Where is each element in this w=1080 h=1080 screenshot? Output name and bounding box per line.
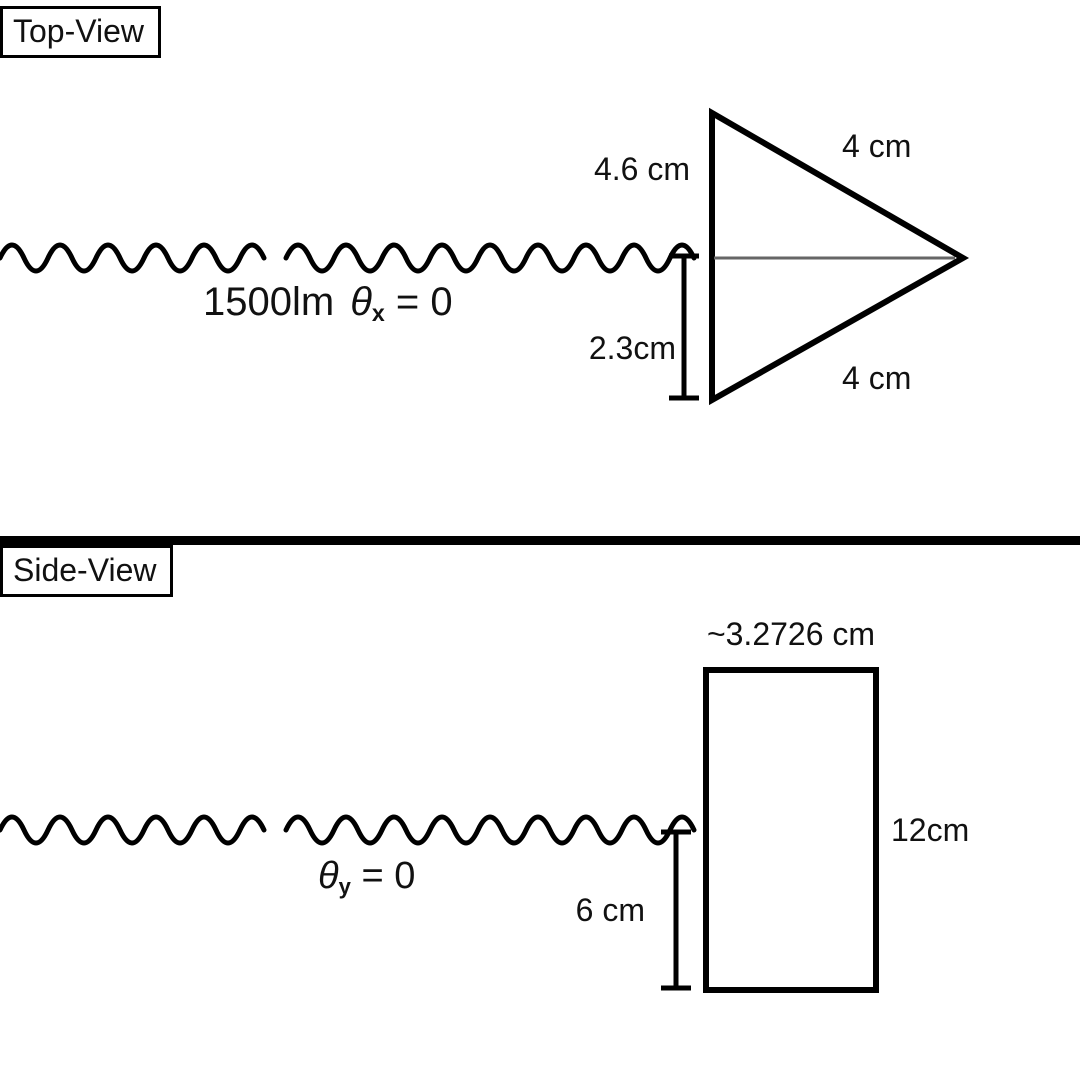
side-view-title: Side-View [13, 552, 157, 588]
side-beam-offset-label: 6 cm [575, 892, 645, 928]
slab-width-label: ~3.2726 cm [706, 616, 876, 652]
theta-y-equals: = 0 [350, 855, 416, 897]
top-wave-segment-2 [283, 242, 697, 274]
side-wave-segment-1 [0, 814, 267, 846]
top-beam-label: 1500lm θx = 0 [203, 280, 453, 327]
beam-lumens-value: 1500lm [203, 280, 335, 324]
top-view-title: Top-View [13, 13, 145, 49]
theta-y-symbol: θ [318, 855, 339, 897]
view-divider-line [0, 536, 1080, 545]
top-view-title-box: Top-View [0, 6, 162, 58]
theta-y-subscript: y [338, 874, 351, 900]
prism-bottom-edge-label: 4 cm [842, 360, 912, 396]
side-view-title-box: Side-View [0, 545, 174, 597]
theta-x-subscript: x [371, 300, 385, 327]
top-wave-segment-1 [0, 242, 267, 274]
slab-rectangle [703, 667, 879, 993]
side-wave-segment-2 [283, 814, 697, 846]
top-beam-offset-label: 2.3cm [588, 330, 676, 366]
prism-top-edge-label: 4 cm [842, 128, 912, 164]
theta-x-equals: = 0 [384, 280, 453, 324]
side-beam-label: θy = 0 [318, 855, 416, 900]
slab-height-label: 12cm [891, 812, 970, 848]
theta-x-symbol: θ [350, 280, 372, 324]
prism-face-height-label: 4.6 cm [593, 151, 690, 187]
